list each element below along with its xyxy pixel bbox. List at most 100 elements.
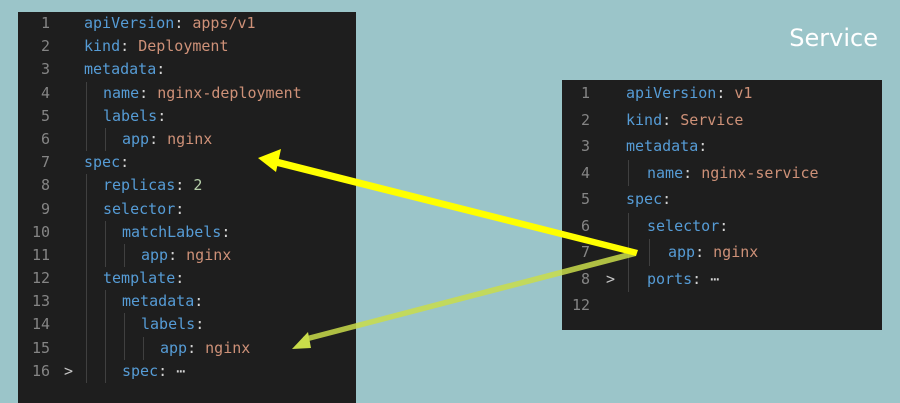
yaml-key: apiVersion (84, 14, 175, 32)
code-text: ports: ⋯ (647, 266, 719, 293)
code-text: metadata: (626, 133, 707, 160)
yaml-value: nginx (167, 129, 213, 148)
code-text: app: nginx (141, 244, 231, 267)
code-text: spec: (626, 186, 671, 213)
line-number: 10 (31, 222, 50, 241)
indent-guide (86, 220, 87, 244)
indent-guide (105, 359, 106, 383)
line-number: 7 (40, 153, 50, 172)
line-number: 2 (580, 110, 590, 129)
line-number: 6 (580, 216, 590, 235)
yaml-value: Deployment (138, 37, 229, 56)
yaml-key: name (103, 83, 140, 102)
indent-guide (105, 313, 106, 337)
code-text: metadata: (122, 290, 203, 313)
indent-guide (105, 127, 106, 152)
code-text: selector: (103, 198, 184, 221)
colon: : (221, 222, 231, 241)
code-text: replicas: 2 (103, 174, 202, 197)
colon: : (683, 163, 693, 182)
service-code-line: 12 (562, 292, 882, 319)
code-text: apiVersion: apps/v1 (84, 12, 256, 35)
deployment-code-line: 16 > spec: ⋯ (18, 359, 356, 383)
yaml-key: metadata (122, 292, 195, 311)
code-text: metadata: (84, 58, 165, 81)
yaml-value: v1 (734, 84, 753, 102)
yaml-key: labels (103, 106, 158, 125)
line-number: 5 (40, 106, 50, 125)
code-text: spec: ⋯ (122, 360, 185, 383)
indent-guide (86, 127, 87, 152)
yaml-key: matchLabels (122, 222, 222, 241)
indent-guide (86, 359, 87, 383)
yaml-key: app (141, 245, 169, 264)
colon: : (156, 60, 166, 79)
line-number: 12 (31, 269, 50, 288)
yaml-key: spec (122, 361, 159, 380)
yaml-value: nginx-service (701, 163, 819, 182)
colon: : (662, 190, 672, 208)
colon: : (174, 14, 184, 32)
code-text: name: nginx-deployment (103, 82, 302, 105)
line-number: 12 (571, 296, 590, 314)
colon: : (157, 106, 167, 125)
yaml-value: 2 (193, 176, 203, 195)
fold-chevron-icon[interactable]: > (64, 361, 74, 380)
yaml-value: nginx (205, 338, 251, 357)
colon: : (662, 110, 672, 129)
yaml-key: template (103, 269, 176, 288)
code-text: labels: (103, 105, 166, 128)
line-number: 1 (40, 14, 50, 32)
colon: : (692, 269, 702, 288)
colon: : (168, 245, 178, 264)
indent-guide (86, 104, 87, 128)
yaml-value: apps/v1 (192, 14, 256, 32)
line-number: 16 (31, 361, 50, 380)
line-number: 11 (31, 245, 50, 264)
code-text: name: nginx-service (647, 160, 819, 187)
colon: : (158, 361, 168, 380)
code-text: labels: (141, 313, 204, 336)
indent-guide (105, 243, 106, 268)
colon: : (139, 83, 149, 102)
fold-chevron-icon[interactable]: > (606, 269, 616, 288)
deployment-code-line: 4 name: nginx-deployment (18, 81, 356, 105)
service-code-line: 1 apiVersion: v1 (562, 80, 882, 107)
code-text: apiVersion: v1 (626, 80, 752, 107)
line-number: 4 (40, 83, 50, 102)
colon: : (175, 176, 185, 195)
indent-guide (86, 243, 87, 268)
code-text: kind: Deployment (84, 35, 229, 58)
yaml-key: selector (647, 216, 720, 235)
colon: : (175, 199, 185, 218)
line-number: 1 (580, 84, 590, 102)
deployment-code-line: 10 matchLabels: (18, 220, 356, 244)
colon: : (719, 216, 729, 235)
indent-guide (86, 81, 87, 105)
line-number: 6 (40, 129, 50, 148)
indent-guide (124, 313, 125, 337)
colon: : (194, 292, 204, 311)
line-number: 7 (580, 243, 590, 261)
service-title: Service (789, 24, 878, 52)
yaml-key: selector (103, 199, 176, 218)
yaml-key: app (668, 243, 696, 261)
code-text: app: nginx (668, 239, 758, 266)
yaml-key: name (647, 163, 684, 182)
yaml-key: kind (84, 37, 121, 56)
indent-guide (143, 336, 144, 360)
service-code-line: 7 app: nginx (562, 239, 882, 266)
